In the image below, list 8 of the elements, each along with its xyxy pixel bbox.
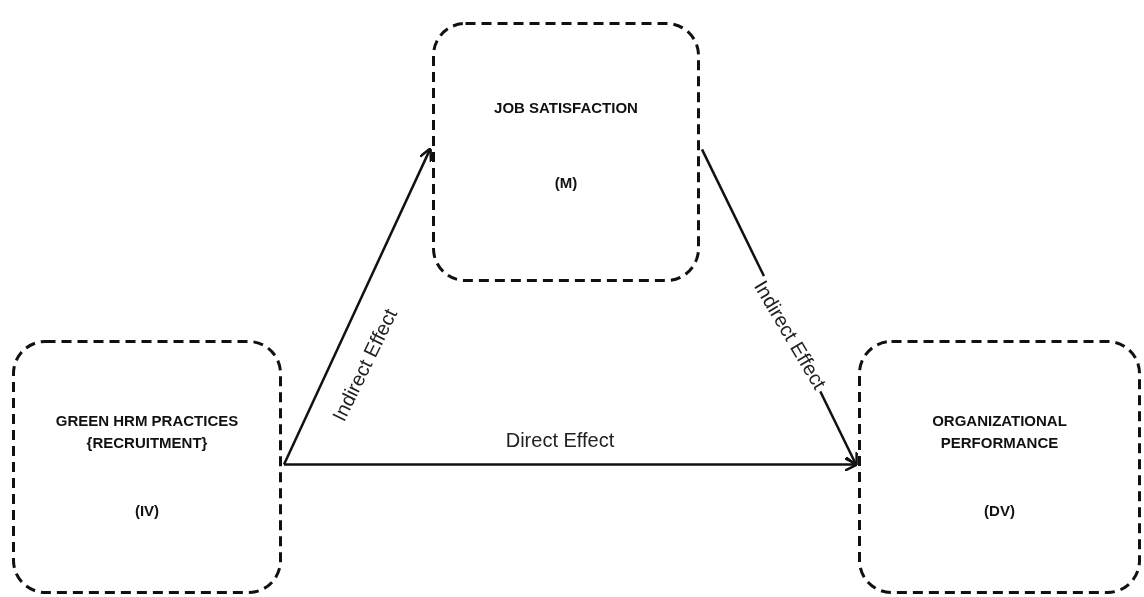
arrow bbox=[282, 147, 433, 465]
variable-name: ORGANIZATIONAL PERFORMANCE bbox=[931, 411, 1068, 453]
variable-code: (DV) bbox=[983, 501, 1016, 521]
variable-name: JOB SATISFACTION bbox=[493, 98, 639, 118]
variable-code: (M) bbox=[553, 173, 579, 193]
arrow bbox=[284, 456, 859, 472]
variable-name: GREEN HRM PRACTICES {RECRUITMENT} bbox=[54, 411, 240, 453]
variable-code: (IV) bbox=[133, 501, 161, 521]
